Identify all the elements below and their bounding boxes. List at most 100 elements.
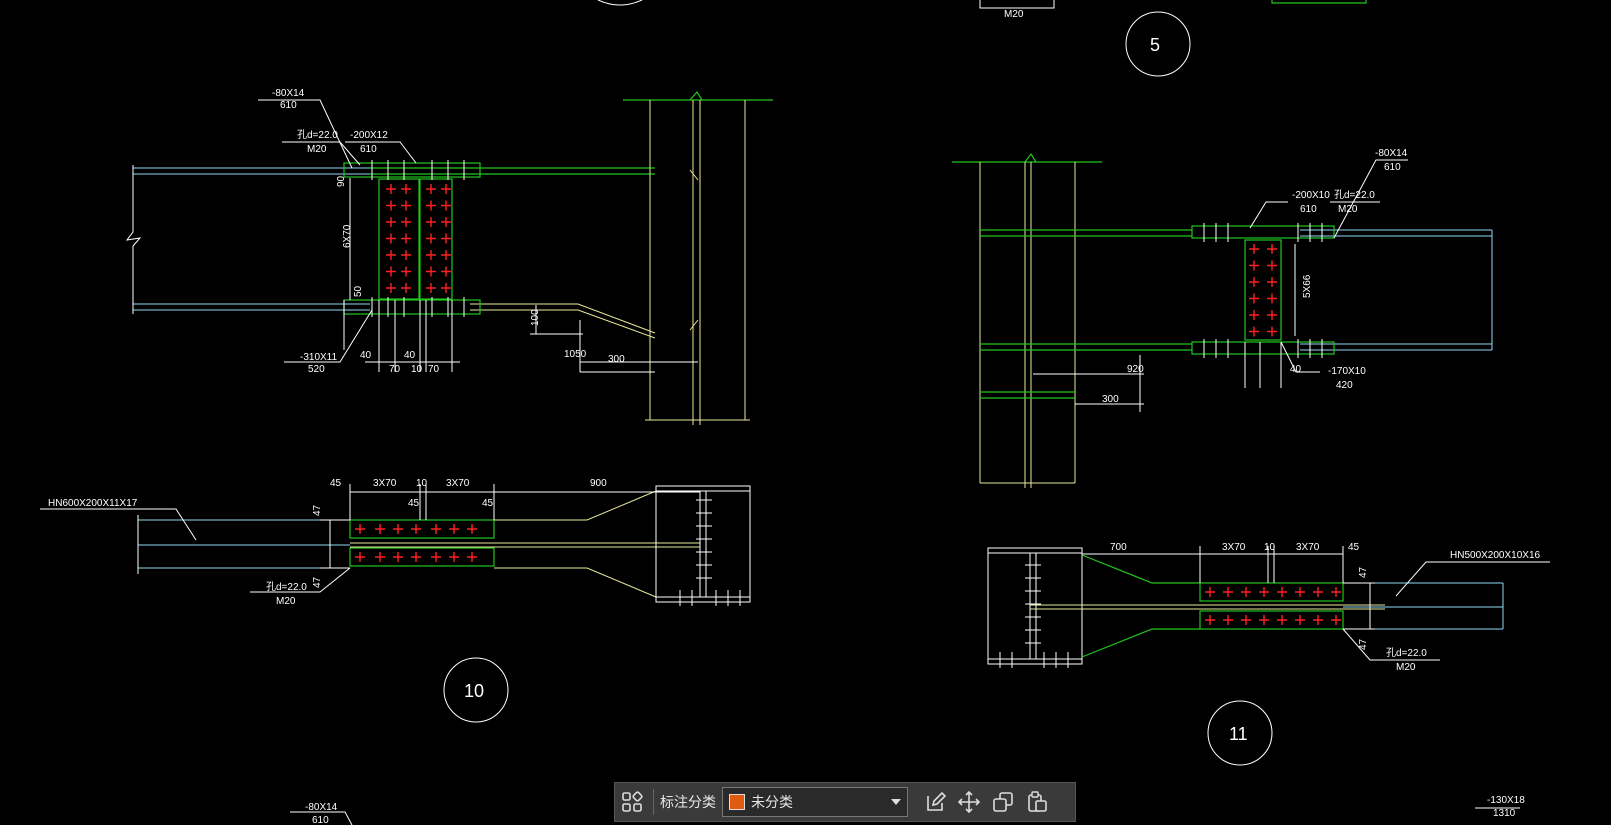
bolt-mark	[1249, 260, 1259, 271]
bolt-mark	[1267, 326, 1277, 337]
d2-flange-len: 610	[1384, 162, 1401, 173]
bolt-mark	[411, 524, 421, 534]
d1-dim-10: 10	[411, 364, 423, 375]
bolt-mark	[401, 200, 411, 211]
bolt-mark	[1295, 615, 1305, 625]
d1-flange-plate-label: -80X14	[272, 88, 305, 99]
bolt-mark	[467, 552, 477, 562]
d4-bolt-label: 孔d=22.0	[1386, 647, 1427, 659]
bolt-mark	[441, 200, 451, 211]
bolt-mark	[1249, 244, 1259, 254]
d1-dim-100: 100	[530, 309, 541, 326]
bolt-mark	[393, 552, 403, 562]
bolt-mark	[1249, 326, 1259, 337]
d3-dim-900: 900	[590, 478, 607, 489]
bolt-mark	[441, 250, 451, 260]
d1-dim-70a: 70	[389, 364, 401, 375]
bolt-mark	[1259, 587, 1269, 597]
d1-bolt-size: M20	[307, 144, 327, 155]
detail-marker-5-label: 5	[1150, 35, 1160, 55]
d4-dim-45: 45	[1348, 542, 1360, 553]
detail-marker-11[interactable]	[1207, 700, 1273, 766]
annotation-toolbar: 标注分类 未分类	[614, 782, 1076, 822]
move-button[interactable]	[952, 785, 986, 819]
bolt-mark	[1267, 244, 1277, 254]
bolt-mark	[1205, 587, 1215, 597]
d2-web-len: 610	[1300, 204, 1317, 215]
top-cut-label: M20	[1004, 9, 1024, 20]
bolt-mark	[1267, 260, 1277, 271]
bolt-mark	[426, 233, 436, 244]
detail-marker-5[interactable]	[1125, 11, 1191, 77]
bolt-mark	[1249, 277, 1259, 287]
category-color-swatch	[729, 794, 745, 810]
bolt-mark	[401, 283, 411, 293]
copy-button[interactable]	[986, 785, 1020, 819]
bolt-mark	[441, 283, 451, 293]
d1-dim-70b: 70	[428, 364, 440, 375]
d3-section-label: HN600X200X11X17	[48, 498, 138, 509]
d4-dim-10: 10	[1264, 542, 1276, 553]
d3-dim-47b: 47	[312, 576, 323, 588]
category-select[interactable]: 未分类	[722, 787, 908, 817]
bolt-mark	[426, 200, 436, 211]
bolt-mark	[375, 552, 385, 562]
bolt-mark	[386, 233, 396, 244]
bolt-mark	[1313, 587, 1323, 597]
layout-button[interactable]	[615, 785, 649, 819]
bolt-mark	[1267, 310, 1277, 320]
d3-dim-10: 10	[416, 478, 428, 489]
bolt-mark	[375, 524, 385, 534]
d3-bolt-size: M20	[276, 596, 296, 607]
bolt-mark	[426, 283, 436, 293]
bolt-mark	[355, 552, 365, 562]
paste-button[interactable]	[1020, 785, 1054, 819]
d1-bottom-plate-len: 520	[308, 364, 325, 375]
bolt-mark	[401, 217, 411, 227]
bolt-mark	[1331, 587, 1341, 597]
detail-plan-left: 45 3X70 10 3X70 45 45 900 HN600X200X11X1…	[40, 478, 751, 723]
d4-dim-3x70b: 3X70	[1296, 542, 1320, 553]
d1-dim-40b: 40	[404, 350, 416, 361]
category-label: 标注分类	[660, 795, 716, 811]
bolt-mark	[401, 233, 411, 244]
bolt-mark	[426, 217, 436, 227]
bottom-right-plate-len: 1310	[1493, 808, 1516, 819]
detail-elevation-right: -80X14 610 -200X10 610 孔d=22.0 M20 85 5X…	[952, 148, 1493, 488]
bolt-mark	[431, 552, 441, 562]
d1-dim-50: 50	[353, 285, 364, 297]
bolt-mark	[441, 266, 451, 277]
bottom-left-plate-len: 610	[312, 815, 329, 825]
edit-button[interactable]	[918, 785, 952, 819]
bottom-left-plate-label: -80X14	[305, 802, 338, 813]
bolt-mark	[1205, 615, 1215, 625]
detail-marker-10[interactable]	[443, 657, 509, 723]
d1-flange-plate-len: 610	[280, 100, 297, 111]
d2-dim-40: 40	[1290, 364, 1302, 375]
bolt-mark	[386, 184, 396, 194]
bolt-mark	[1295, 587, 1305, 597]
d3-dim-3x70a: 3X70	[373, 478, 397, 489]
bolt-mark	[1249, 293, 1259, 304]
d4-section-label: HN500X200X10X16	[1450, 550, 1541, 561]
d1-web-plate-len: 610	[360, 144, 377, 155]
d2-dim-920: 920	[1127, 364, 1144, 375]
paste-icon	[1028, 791, 1047, 812]
d3-bolt-label: 孔d=22.0	[266, 581, 307, 593]
layout-icon	[622, 791, 643, 812]
bolt-mark	[1259, 615, 1269, 625]
bolt-mark	[426, 250, 436, 260]
bolt-mark	[441, 184, 451, 194]
d4-dim-47a: 47	[1358, 566, 1369, 578]
bolt-mark	[1241, 587, 1251, 597]
bolt-mark	[1277, 615, 1287, 625]
bolt-mark	[386, 266, 396, 277]
category-selected-value: 未分类	[751, 795, 793, 811]
bolt-mark	[426, 266, 436, 277]
d1-web-plate-label: -200X12	[350, 130, 388, 141]
bolt-group-d3	[355, 524, 477, 562]
bolt-mark	[1249, 310, 1259, 320]
d2-dim-300: 300	[1102, 394, 1119, 405]
d1-dim-1050: 1050	[564, 349, 587, 360]
